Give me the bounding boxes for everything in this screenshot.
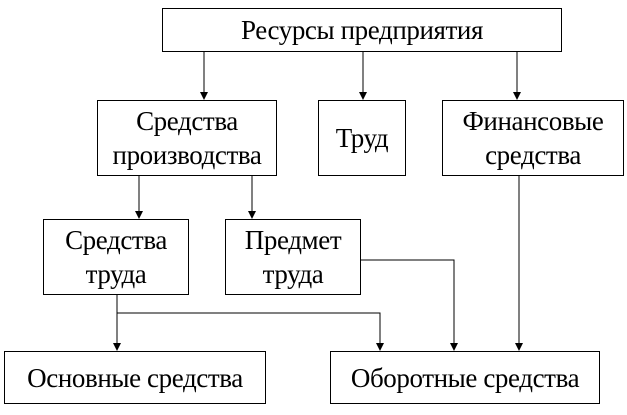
node-financial-means: Финансовые средства [442, 100, 624, 176]
node-means-of-production-label: Средства производства [112, 106, 262, 170]
node-subject-of-labor: Предмет труда [225, 219, 361, 295]
node-financial-means-label: Финансовые средства [462, 106, 604, 170]
node-means-of-labor-label: Средства труда [65, 225, 167, 289]
node-labor-label: Труд [335, 123, 389, 153]
edge-subject-of-labor-to-working-capital [361, 259, 458, 351]
node-labor: Труд [318, 100, 406, 176]
node-means-of-labor: Средства труда [43, 219, 189, 295]
node-enterprise-resources: Ресурсы предприятия [162, 8, 562, 52]
node-working-capital-label: Оборотные средства [350, 362, 580, 393]
edge-means-of-labor-to-working-capital [117, 312, 384, 351]
node-subject-of-labor-label: Предмет труда [244, 225, 342, 289]
node-fixed-assets: Основные средства [4, 351, 266, 404]
node-enterprise-resources-label: Ресурсы предприятия [240, 15, 484, 45]
node-means-of-production: Средства производства [97, 100, 277, 176]
node-fixed-assets-label: Основные средства [27, 362, 243, 393]
node-working-capital: Оборотные средства [330, 351, 600, 404]
